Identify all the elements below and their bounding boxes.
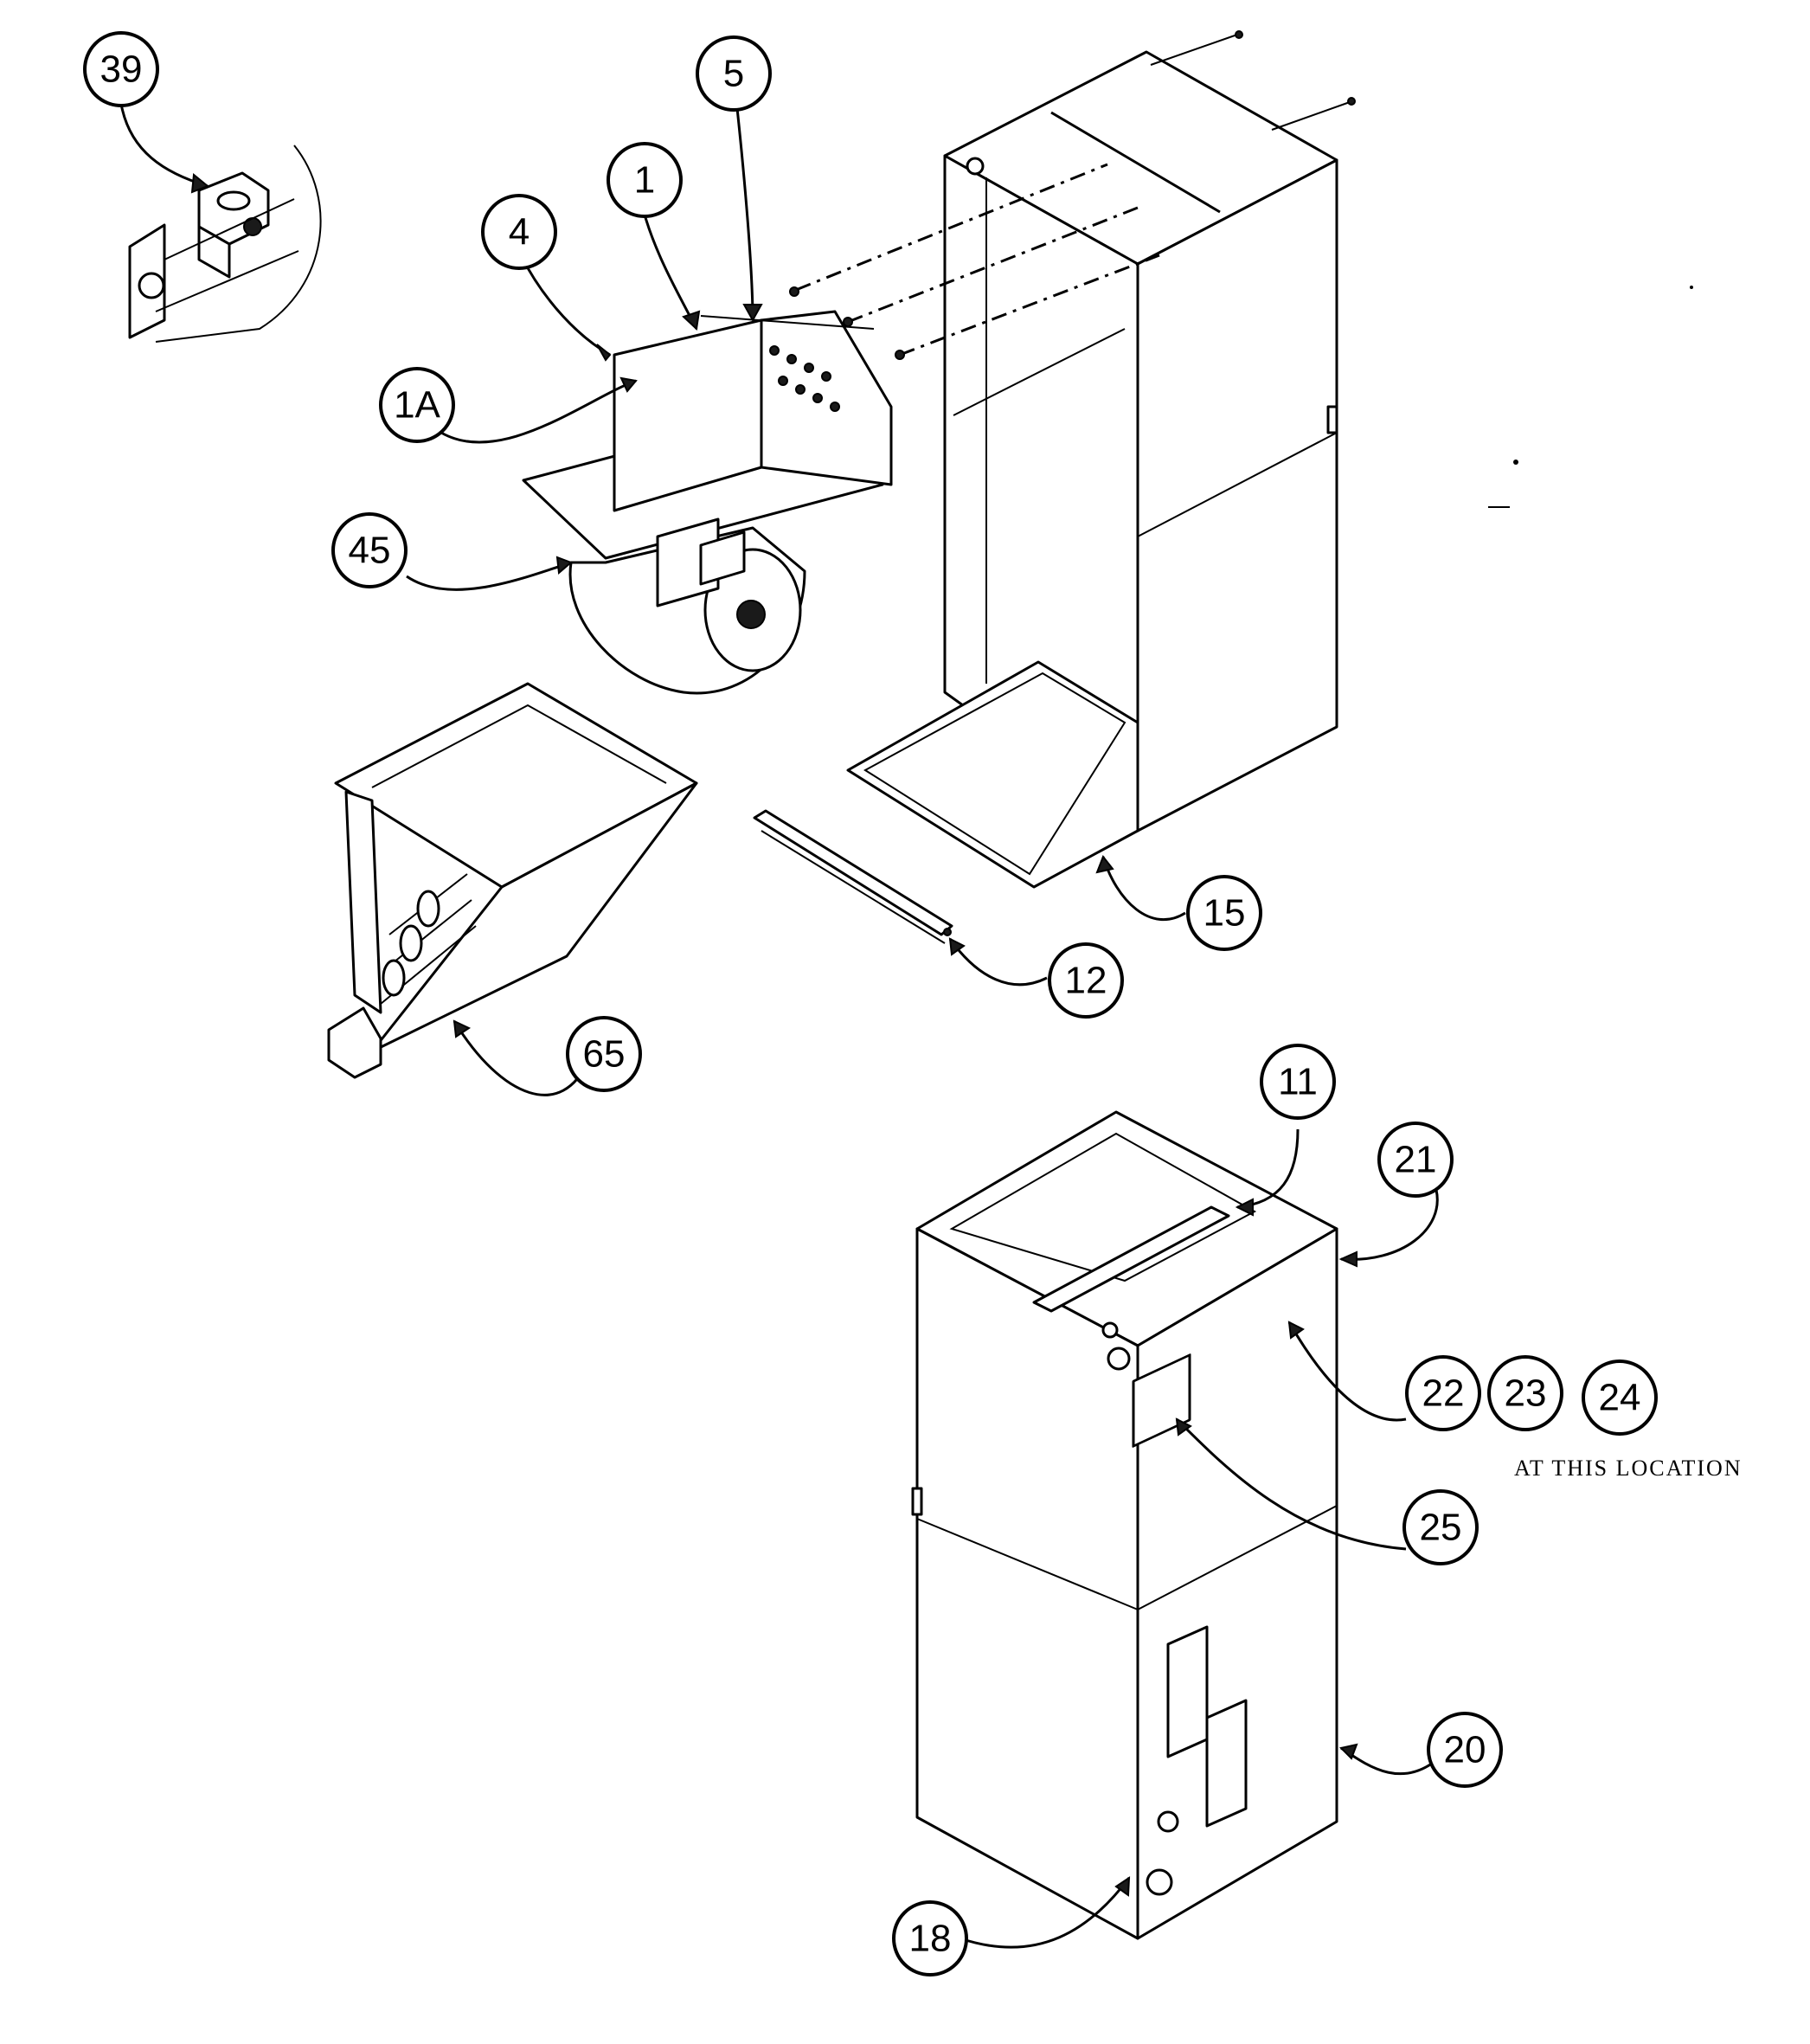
callout-39: 39 xyxy=(83,31,159,107)
callout-label: 24 xyxy=(1599,1377,1641,1419)
callout-label: 4 xyxy=(509,211,530,254)
callout-4: 4 xyxy=(481,194,557,270)
callout-22: 22 xyxy=(1405,1355,1481,1431)
evaporator-coil xyxy=(327,682,698,1079)
callout-23: 23 xyxy=(1487,1355,1563,1431)
callout-label: 18 xyxy=(909,1918,952,1960)
callout-20: 20 xyxy=(1427,1712,1503,1788)
callout-label: 12 xyxy=(1065,960,1107,1002)
callout-label: 20 xyxy=(1444,1729,1486,1771)
callout-45: 45 xyxy=(331,512,408,588)
callout-5: 5 xyxy=(696,35,772,112)
callout-1A: 1A xyxy=(379,367,455,443)
upper-cabinet xyxy=(846,50,1338,889)
callout-label: 11 xyxy=(1278,1061,1318,1103)
location-note: AT THIS LOCATION xyxy=(1514,1456,1743,1481)
callout-25: 25 xyxy=(1402,1489,1479,1565)
callout-24: 24 xyxy=(1582,1359,1658,1436)
blower-assembly xyxy=(522,310,893,695)
callout-label: 1A xyxy=(394,384,440,427)
callout-11: 11 xyxy=(1260,1044,1336,1120)
callout-label: 15 xyxy=(1203,892,1246,935)
assembly-lines xyxy=(789,30,1356,360)
callout-label: 25 xyxy=(1420,1507,1462,1549)
scan-specks xyxy=(1488,286,1693,508)
assembled-air-handler xyxy=(911,1110,1338,1940)
callout-15: 15 xyxy=(1186,875,1262,951)
filter-rail xyxy=(753,809,953,944)
callout-label: 45 xyxy=(349,530,391,572)
callout-label: 5 xyxy=(723,53,744,95)
callout-21: 21 xyxy=(1377,1122,1454,1198)
callout-label: 21 xyxy=(1395,1139,1437,1181)
arrowheads xyxy=(190,173,1358,1897)
callout-1: 1 xyxy=(607,142,683,218)
callout-label: 39 xyxy=(100,48,143,91)
callout-label: 65 xyxy=(583,1033,626,1076)
terminal-lug-detail xyxy=(128,145,322,343)
callout-65: 65 xyxy=(566,1016,642,1092)
callout-12: 12 xyxy=(1048,942,1124,1019)
callout-18: 18 xyxy=(892,1900,968,1977)
callout-label: 1 xyxy=(634,159,655,202)
callout-label: 22 xyxy=(1422,1372,1465,1415)
callout-label: 23 xyxy=(1505,1372,1547,1415)
